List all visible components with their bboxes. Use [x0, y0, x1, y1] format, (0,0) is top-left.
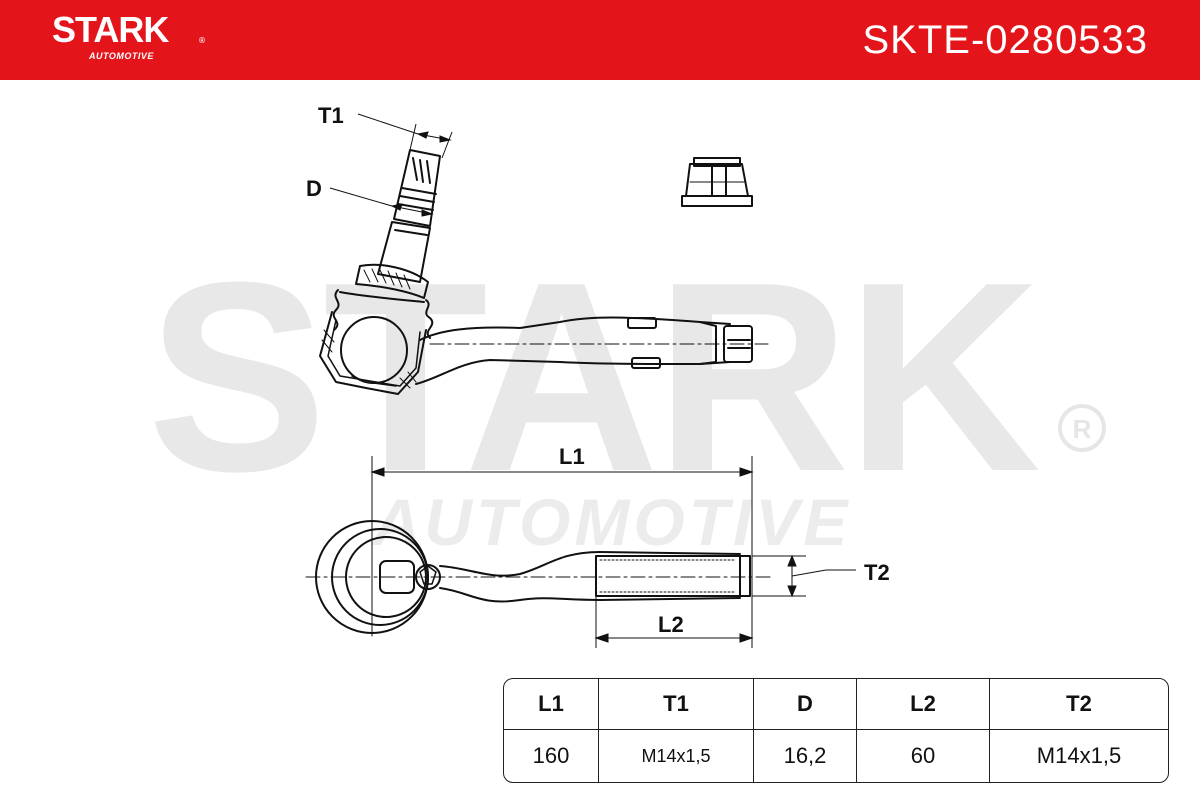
header-bar: STARK ® AUTOMOTIVE SKTE-0280533 — [0, 0, 1200, 80]
part-number: SKTE-0280533 — [862, 18, 1148, 62]
threaded-stud — [377, 149, 441, 283]
watermark-subtitle: AUTOMOTIVE — [371, 485, 852, 559]
spec-header-d: D — [754, 679, 857, 730]
spec-table-value-row: 160 M14x1,5 16,2 60 M14x1,5 — [504, 730, 1168, 782]
spec-value-l2: 60 — [857, 730, 990, 782]
top-view — [305, 513, 771, 637]
spec-value-l1: 160 — [504, 730, 599, 782]
watermark-registered-circle — [1058, 404, 1106, 452]
spec-header-t1: T1 — [599, 679, 754, 730]
t2-leader-line — [791, 569, 827, 577]
dimension-label-t1: T1 — [318, 103, 344, 128]
t1-leader-line — [357, 113, 419, 135]
brand-subtitle: AUTOMOTIVE — [89, 51, 154, 61]
spec-value-t1: M14x1,5 — [599, 730, 754, 782]
t2-arrow-top — [787, 554, 797, 567]
d-arrow-left — [390, 203, 403, 211]
dimension-label-d: D — [306, 176, 322, 201]
tie-rod-arm — [415, 316, 753, 385]
brand-registered-mark: ® — [198, 36, 206, 45]
side-view — [319, 149, 769, 395]
spec-header-l1: L1 — [504, 679, 599, 730]
watermark-registered-letter: R — [1073, 414, 1092, 444]
lock-nut — [681, 157, 753, 207]
l1-arrow-right — [739, 467, 754, 477]
t1-extension-left — [409, 123, 417, 151]
dimension-label-l1: L1 — [559, 444, 585, 469]
d-leader-line — [329, 187, 393, 207]
spec-table: L1 T1 D L2 T2 160 M14x1,5 16,2 60 M14x1,… — [503, 678, 1169, 783]
t1-arrow-right — [439, 135, 452, 143]
watermark-brand: STARK — [147, 227, 1040, 528]
l1-arrow-left — [370, 467, 385, 477]
spec-header-t2: T2 — [990, 679, 1168, 730]
t1-extension-right — [441, 131, 453, 159]
l2-arrow-left — [594, 633, 609, 643]
l2-arrow-right — [739, 633, 754, 643]
dimension-label-l2: L2 — [658, 612, 684, 637]
technical-drawing — [305, 113, 856, 648]
spec-value-t2: M14x1,5 — [1036, 743, 1122, 768]
spec-value-d: 16,2 — [754, 730, 857, 782]
d-arrow-right — [421, 209, 434, 217]
t2-arrow-bottom — [787, 585, 797, 598]
watermark: STARK AUTOMOTIVE R — [147, 227, 1106, 559]
rubber-boot — [332, 263, 434, 339]
spec-header-l2: L2 — [857, 679, 990, 730]
dimension-label-t2: T2 — [864, 560, 890, 585]
spec-table-header-row: L1 T1 D L2 T2 — [504, 679, 1168, 730]
brand-logo: STARK — [52, 9, 169, 50]
ball-joint-housing — [319, 311, 427, 395]
t1-arrow-left — [416, 131, 429, 139]
